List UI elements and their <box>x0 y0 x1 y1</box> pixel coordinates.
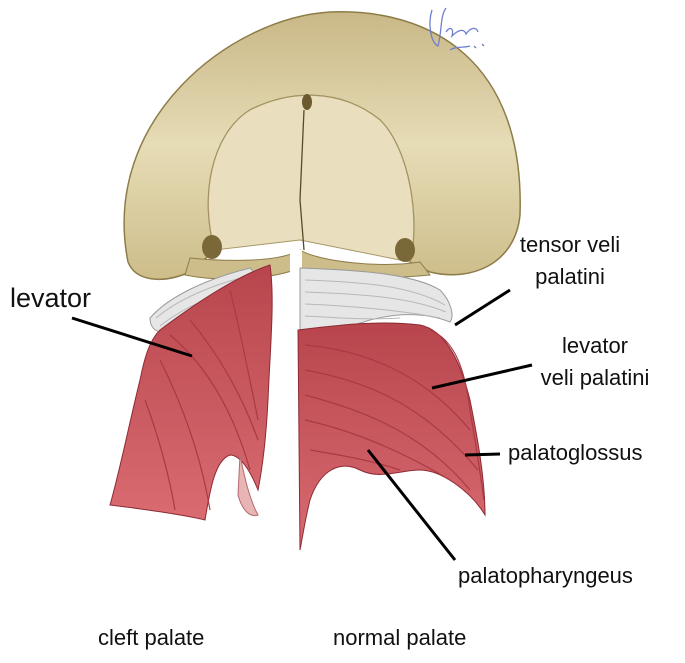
cleft-palate-muscles <box>109 264 273 521</box>
label-levator-veli-line1: levator <box>561 333 629 358</box>
label-palatopharyngeus: palatopharyngeus <box>458 563 633 588</box>
label-levator-left: levator <box>10 283 92 313</box>
label-tensor-veli-palatini: tensor veli palatini <box>500 232 640 290</box>
leader-tensor <box>454 288 511 327</box>
leader-lines <box>71 288 533 561</box>
label-cleft-palate: cleft palate <box>98 625 205 650</box>
artist-signature <box>429 7 485 51</box>
leader-levator-veli <box>431 363 533 390</box>
label-normal-palate: normal palate <box>333 625 467 650</box>
label-tensor-line2: palatini <box>535 264 605 289</box>
label-levator-veli-line2: veli palatini <box>540 365 650 390</box>
leader-palatopharyngeus <box>366 449 457 561</box>
normal-palate-muscles <box>297 322 486 551</box>
label-levator-veli-palatini: levator veli palatini <box>530 333 660 391</box>
leader-levator-left <box>71 316 193 358</box>
label-palatoglossus: palatoglossus <box>508 440 643 465</box>
tensor-veli-palatini-tendon <box>299 267 453 332</box>
label-tensor-line1: tensor veli <box>519 232 621 257</box>
leader-palatoglossus <box>464 452 501 457</box>
